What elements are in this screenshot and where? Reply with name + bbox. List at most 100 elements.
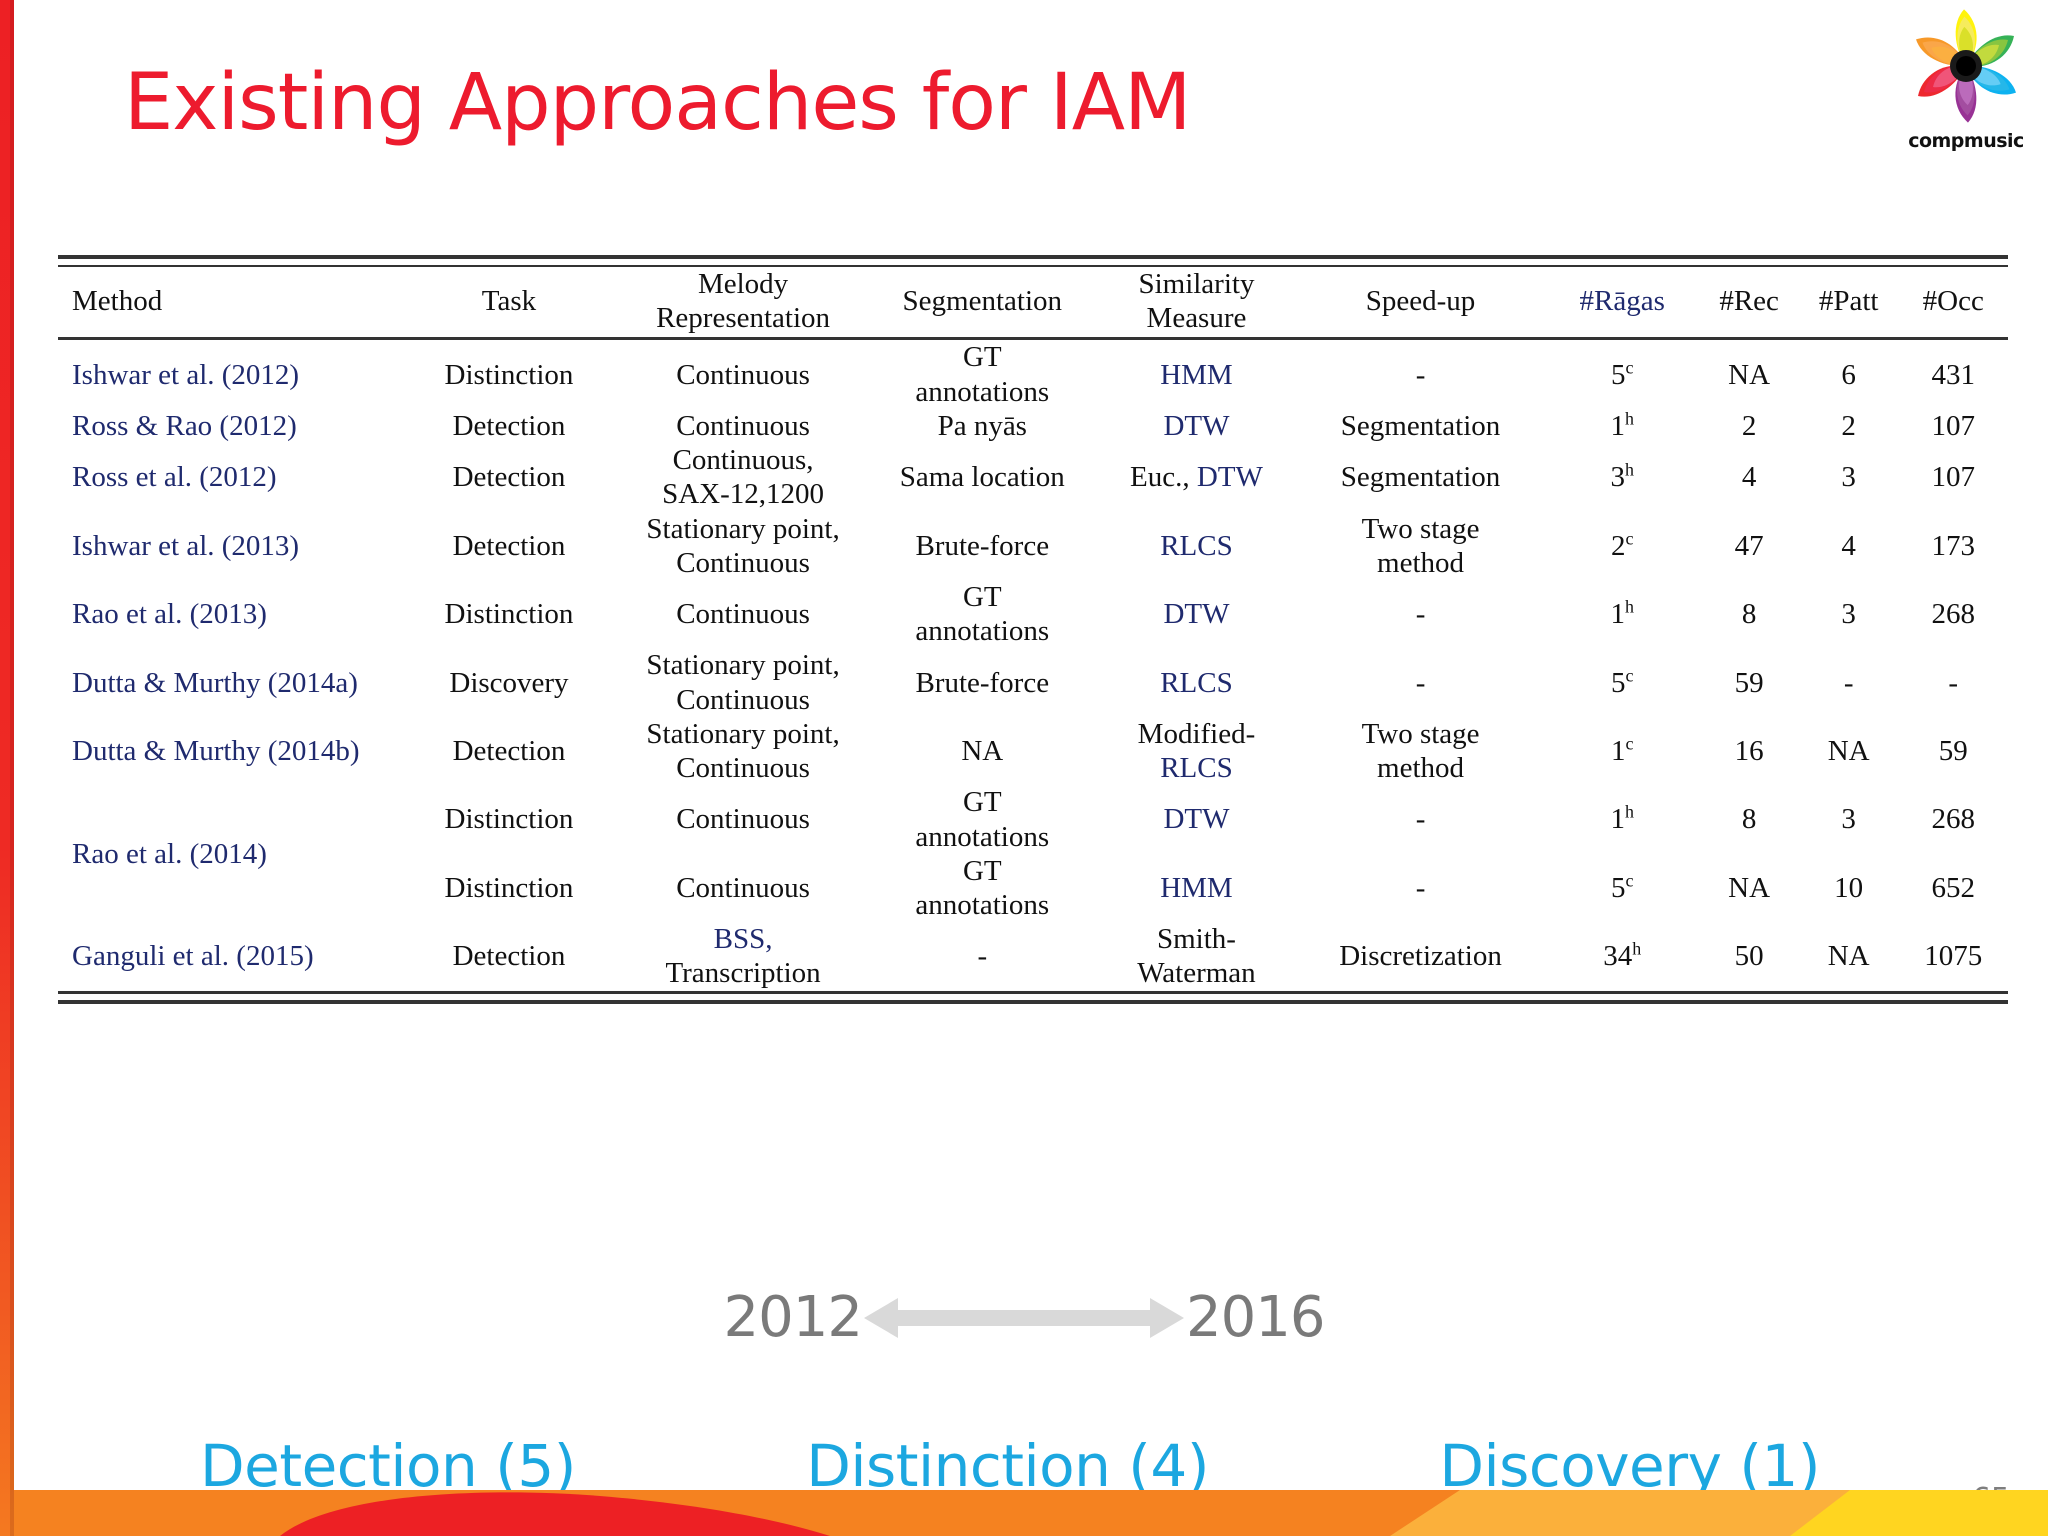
ragas-value: 1 xyxy=(1610,803,1625,836)
speedup-line2: method xyxy=(1377,752,1465,785)
table-row: Ross et al. (2012) Detection Continuous,… xyxy=(58,443,2008,511)
cell-method: Ishwar et al. (2012) xyxy=(72,358,300,391)
seg-line2: annotations xyxy=(915,375,1050,408)
cell-ragas: 1c xyxy=(1545,717,1699,785)
cell-task: Distinction xyxy=(444,598,574,631)
header-method: Method xyxy=(72,285,163,318)
table-header: Method Task Melody Representation Segmen… xyxy=(58,255,2008,341)
melody-line1: Stationary point, xyxy=(646,717,840,750)
cell-speedup: - xyxy=(1415,598,1426,631)
sim-black: Smith- xyxy=(1156,923,1236,956)
cell-patt: 3 xyxy=(1841,461,1856,494)
timeline: 2012 2016 xyxy=(0,1285,2048,1350)
category-detection: Detection (5) xyxy=(200,1432,576,1500)
ragas-superscript: h xyxy=(1624,408,1634,429)
cell-melody: Continuous,SAX-12,1200 xyxy=(618,443,867,511)
sim-blue: HMM xyxy=(1160,358,1233,391)
cell-method: Dutta & Murthy (2014b) xyxy=(72,734,360,767)
seg-line1: GT xyxy=(962,580,1002,613)
table-row: Dutta & Murthy (2014a) Discovery Station… xyxy=(58,648,2008,716)
cell-patt: 2 xyxy=(1841,409,1856,442)
cell-patt: 3 xyxy=(1841,598,1856,631)
cell-patt: 10 xyxy=(1834,871,1864,904)
cell-task: Distinction xyxy=(444,358,574,391)
cell-occ: 107 xyxy=(1931,461,1975,494)
melody-line1: Continuous xyxy=(676,871,810,904)
ragas-value: 5 xyxy=(1610,666,1626,699)
left-accent-bar xyxy=(0,0,14,1536)
table-row: Ross & Rao (2012) Detection Continuous P… xyxy=(58,409,2008,443)
ragas-value: 5 xyxy=(1610,358,1626,391)
cell-similarity: DTW xyxy=(1097,409,1296,443)
cell-segmentation: Brute-force xyxy=(868,648,1097,716)
cell-occ: 107 xyxy=(1931,409,1975,442)
cell-ragas: 1h xyxy=(1545,580,1699,648)
melody-line2: Continuous xyxy=(676,683,810,716)
ragas-value: 1 xyxy=(1610,409,1625,442)
cell-ragas: 3h xyxy=(1545,443,1699,511)
seg-line2: annotations xyxy=(915,888,1050,921)
cell-method: Rao et al. (2014) xyxy=(72,837,267,870)
cell-ragas: 5c xyxy=(1545,339,1699,409)
header-occ: #Occ xyxy=(1922,285,1984,318)
cell-patt: 6 xyxy=(1841,358,1856,391)
table-row: Rao et al. (2014) Distinction Continuous… xyxy=(58,785,2008,869)
cell-method: Ross & Rao (2012) xyxy=(72,409,297,442)
cell-similarity: DTW xyxy=(1097,580,1296,648)
cell-similarity: Modified-RLCS xyxy=(1097,717,1296,785)
seg-line1: Brute-force xyxy=(915,666,1050,699)
cell-rec: 59 xyxy=(1734,666,1764,699)
cell-method: Ross et al. (2012) xyxy=(72,461,277,494)
cell-speedup: - xyxy=(1415,803,1426,836)
ragas-superscript: c xyxy=(1625,356,1634,377)
cell-speedup: - xyxy=(1415,871,1426,904)
cell-task: Detection xyxy=(452,940,566,973)
pinwheel-icon xyxy=(1916,9,2016,123)
cell-speedup: Segmentation xyxy=(1340,461,1501,494)
cell-similarity: RLCS xyxy=(1097,648,1296,716)
cell-method: Dutta & Murthy (2014a) xyxy=(72,666,358,699)
cell-melody: Stationary point,Continuous xyxy=(618,717,867,785)
seg-line2: annotations xyxy=(915,615,1050,648)
cell-occ: 431 xyxy=(1931,358,1975,391)
cell-segmentation: Brute-force xyxy=(868,512,1097,580)
header-ragas: #Rāgas xyxy=(1579,285,1665,318)
ragas-superscript: h xyxy=(1624,596,1634,617)
cell-rec: 8 xyxy=(1741,598,1757,631)
cell-occ: 59 xyxy=(1938,734,1968,767)
cell-patt: 3 xyxy=(1841,803,1856,836)
cell-rec: 47 xyxy=(1734,529,1764,562)
timeline-start-year: 2012 xyxy=(723,1285,863,1350)
header-patt: #Patt xyxy=(1818,285,1879,318)
sim-blue: DTW xyxy=(1163,409,1230,442)
sim-blue: RLCS xyxy=(1160,752,1233,785)
cell-rec: 16 xyxy=(1734,734,1764,767)
sim-blue: RLCS xyxy=(1160,529,1233,562)
header-similarity-line2: Measure xyxy=(1146,302,1247,335)
category-summary: Detection (5) Distinction (4) Discovery … xyxy=(200,1432,1820,1500)
ragas-value: 34 xyxy=(1603,940,1633,973)
sim-blue: DTW xyxy=(1163,803,1230,836)
table-row: Ganguli et al. (2015) Detection BSS,Tran… xyxy=(58,922,2008,992)
cell-segmentation: NA xyxy=(868,717,1097,785)
table-header-rule xyxy=(58,335,2008,341)
cell-segmentation: Pa nyās xyxy=(868,409,1097,443)
cell-speedup: Segmentation xyxy=(1340,409,1501,442)
cell-patt: 4 xyxy=(1841,529,1856,562)
category-discovery: Discovery (1) xyxy=(1439,1432,1820,1500)
cell-ragas: 2c xyxy=(1545,512,1699,580)
ragas-value: 2 xyxy=(1610,529,1626,562)
cell-melody: Stationary point,Continuous xyxy=(618,512,867,580)
table-body: Ishwar et al. (2012) Distinction Continu… xyxy=(58,339,2008,1004)
cell-task: Distinction xyxy=(444,871,574,904)
cell-melody: Continuous xyxy=(618,580,867,648)
melody-line2: SAX-12,1200 xyxy=(662,478,825,511)
cell-patt: NA xyxy=(1827,940,1870,973)
header-task: Task xyxy=(481,285,537,318)
melody-line1: Stationary point, xyxy=(646,649,840,682)
ragas-value: 1 xyxy=(1610,598,1625,631)
melody-line1: Continuous xyxy=(676,409,810,442)
melody-line2: Continuous xyxy=(676,546,810,579)
cell-occ: - xyxy=(1948,666,1959,699)
